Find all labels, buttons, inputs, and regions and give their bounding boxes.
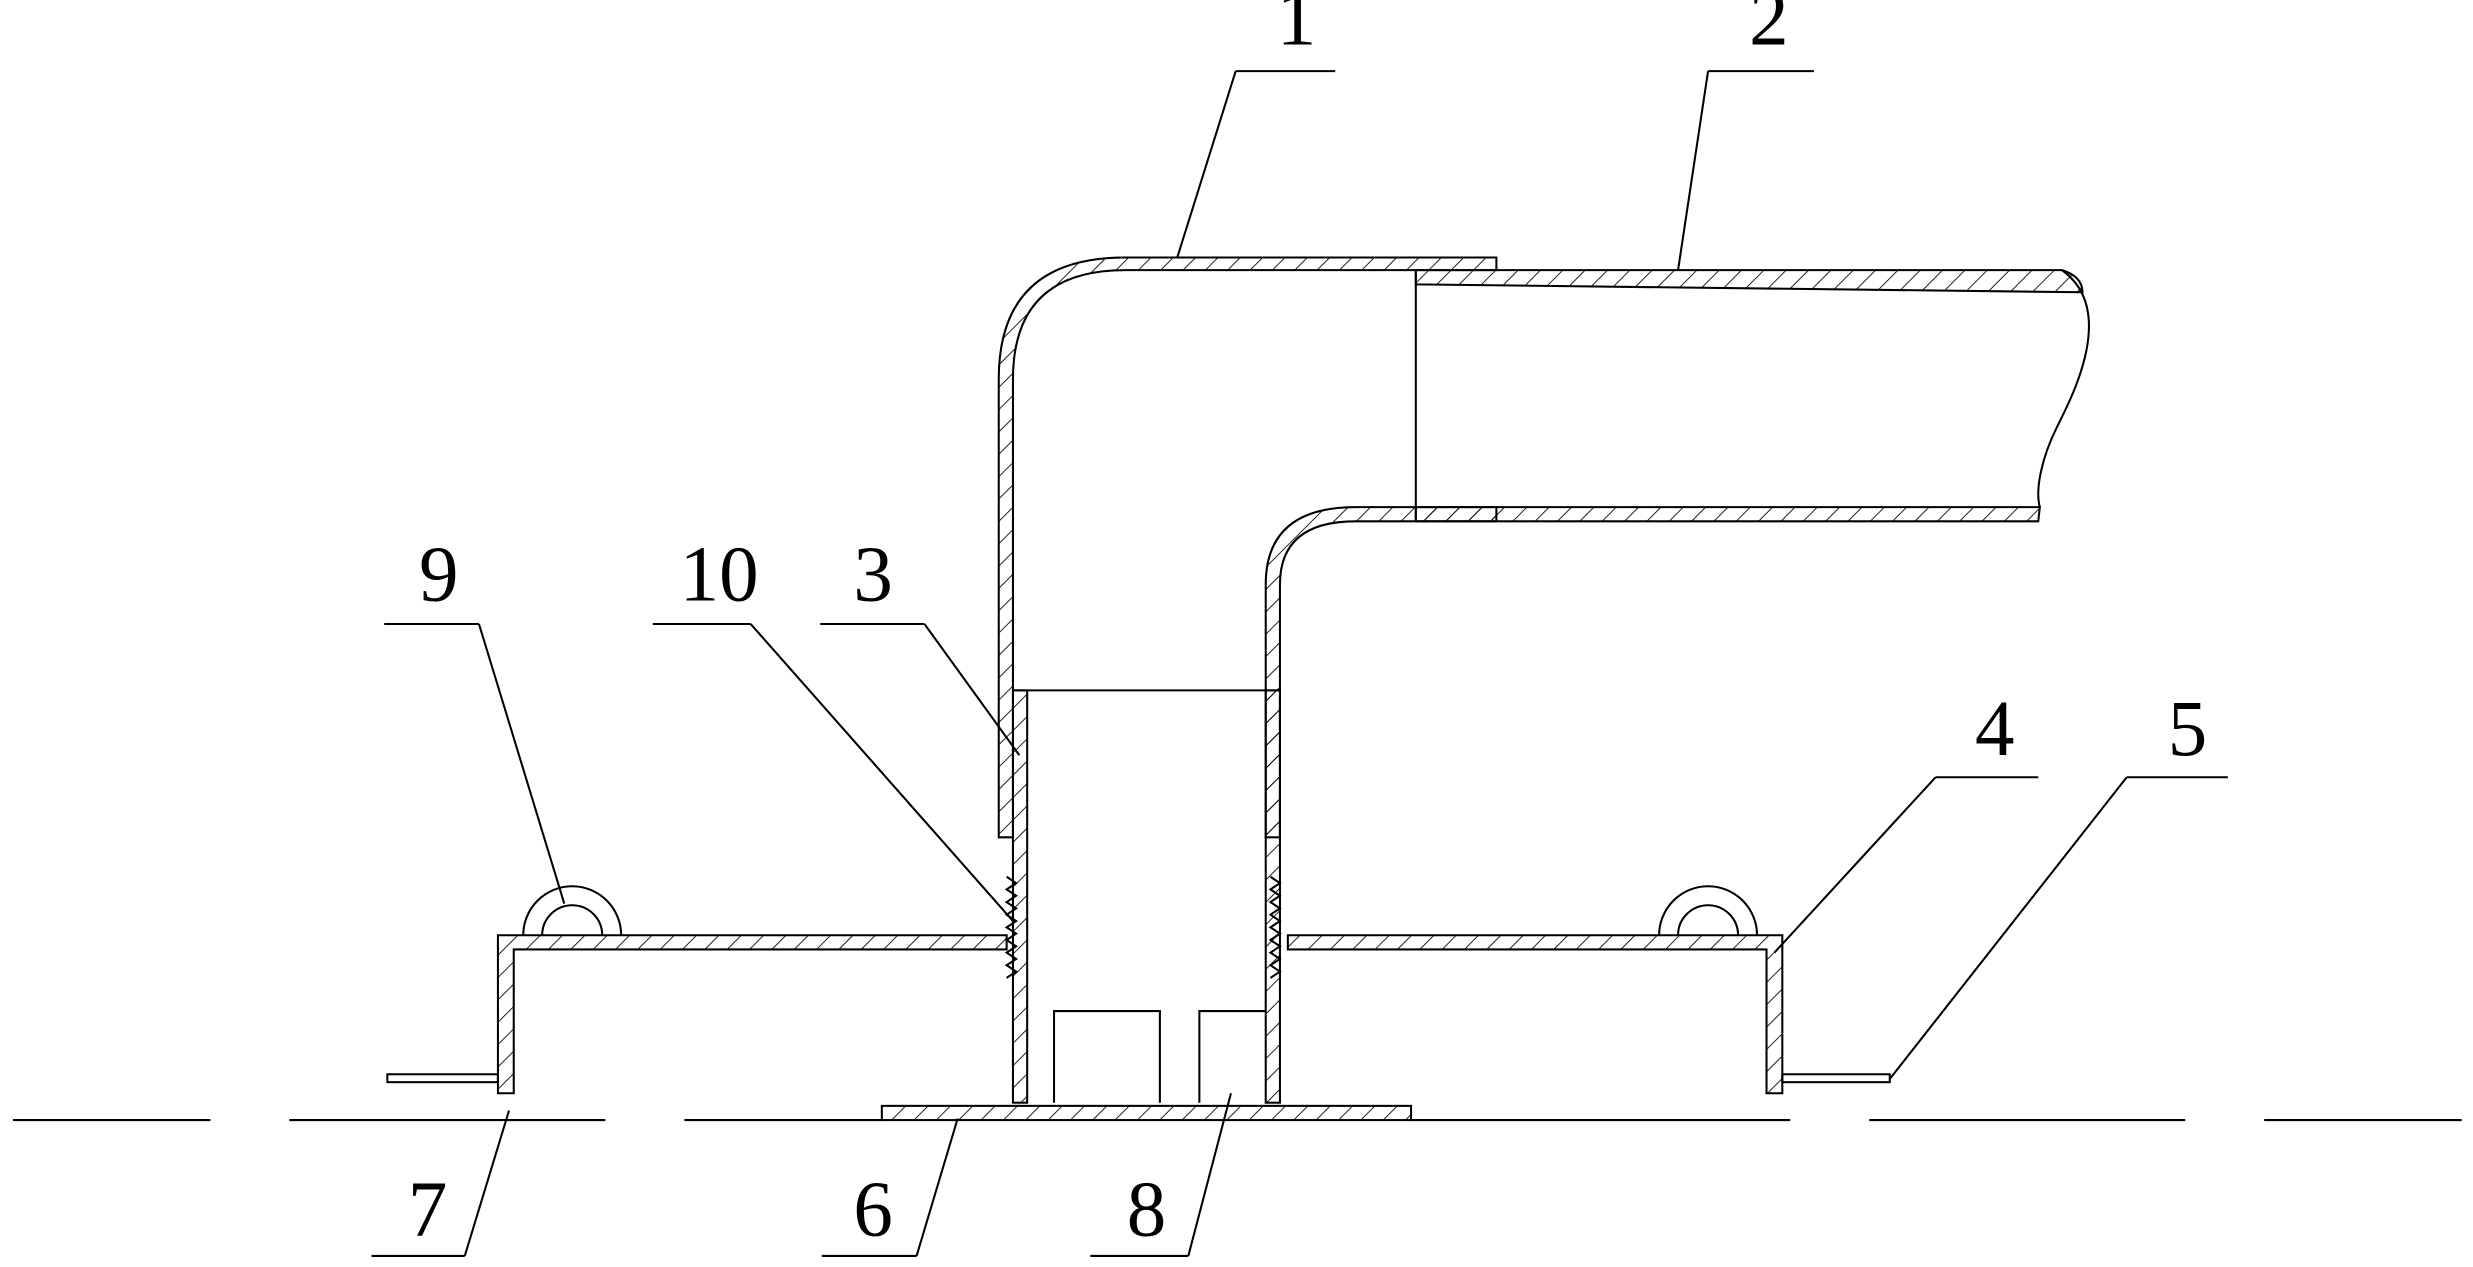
spring-10 <box>1004 875 1282 979</box>
label-3: 3 <box>853 531 893 618</box>
elbow-pipe-1 <box>997 256 1498 839</box>
cover-plate-4 <box>496 934 1784 1095</box>
pin-7 <box>386 1073 499 1084</box>
label-2: 2 <box>1749 0 1789 62</box>
label-4: 4 <box>1975 686 2015 773</box>
label-5: 5 <box>2168 686 2208 773</box>
label-10: 10 <box>680 531 759 618</box>
opening-8 <box>1053 1010 1266 1103</box>
leader-lines <box>371 70 2228 1257</box>
label-7: 7 <box>408 1166 447 1253</box>
label-1: 1 <box>1277 0 1317 62</box>
base-plate-6 <box>880 1104 1413 1122</box>
handle-9 <box>522 885 1759 936</box>
horizontal-pipe-2 <box>1414 269 2090 523</box>
inner-sleeve-3 <box>1011 689 1281 1104</box>
label-6: 6 <box>853 1166 893 1253</box>
label-9: 9 <box>419 531 458 618</box>
pin-5 <box>1781 1073 1891 1084</box>
label-8: 8 <box>1127 1166 1167 1253</box>
